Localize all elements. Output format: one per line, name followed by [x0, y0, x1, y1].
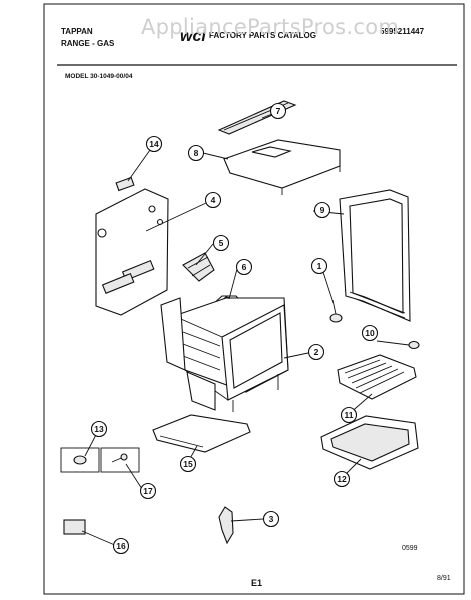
model-number: MODEL 30-1049-00/04 — [65, 73, 133, 80]
product-label: RANGE - GAS — [61, 39, 115, 48]
part-16-label — [63, 519, 86, 535]
callout-12[interactable]: 12 — [333, 470, 351, 488]
part-17-detail-box — [100, 447, 140, 473]
callout-13[interactable]: 13 — [90, 420, 108, 438]
callout-10[interactable]: 10 — [361, 324, 379, 342]
callout-16[interactable]: 16 — [112, 537, 130, 555]
callout-5[interactable]: 5 — [212, 234, 230, 252]
callout-2[interactable]: 2 — [307, 343, 325, 361]
callout-8[interactable]: 8 — [187, 144, 205, 162]
part-8-top-panel — [223, 139, 341, 195]
callout-10-label: 10 — [365, 328, 375, 338]
callout-16-label: 16 — [116, 541, 126, 551]
brand-label: TAPPAN — [61, 27, 93, 36]
callout-8-label: 8 — [194, 148, 199, 158]
part-9-oven-door — [339, 189, 411, 322]
callout-3-label: 3 — [269, 514, 274, 524]
callout-9-label: 9 — [320, 205, 325, 215]
part-2-oven-body — [160, 297, 289, 412]
part-3-spreader — [218, 506, 234, 545]
part-11-oven-rack — [337, 354, 417, 400]
page-border — [43, 3, 465, 595]
wci-logo: wci — [180, 28, 206, 45]
part-10-knob — [408, 340, 420, 350]
callout-17[interactable]: 17 — [139, 482, 157, 500]
callout-14[interactable]: 14 — [145, 135, 163, 153]
revision-date: 8/91 — [437, 575, 451, 582]
page-number: E1 — [251, 578, 262, 588]
callout-11-label: 11 — [345, 410, 354, 420]
part-13-detail-box — [60, 447, 100, 473]
callout-13-label: 13 — [94, 424, 104, 434]
callout-11[interactable]: 11 — [340, 406, 358, 424]
callout-4[interactable]: 4 — [204, 191, 222, 209]
part-5-vent — [182, 252, 215, 282]
catalog-title: FACTORY PARTS CATALOG — [209, 31, 316, 40]
callout-9[interactable]: 9 — [313, 201, 331, 219]
callout-6[interactable]: 6 — [235, 258, 253, 276]
part-4-back-panel — [95, 188, 169, 316]
callout-7-label: 7 — [276, 106, 281, 116]
callout-12-label: 12 — [337, 474, 347, 484]
part-15-bottom-plate — [152, 414, 251, 453]
callout-6-label: 6 — [242, 262, 247, 272]
part-12-broiler-pan — [320, 415, 419, 470]
callout-15[interactable]: 15 — [179, 455, 197, 473]
part-14-bracket — [115, 176, 135, 192]
figure-code: 0599 — [402, 545, 418, 552]
callout-2-label: 2 — [314, 347, 319, 357]
catalog-number: 5995211447 — [380, 27, 425, 36]
part-1-valve — [329, 299, 343, 323]
watermark: AppliancePartsPros.com — [141, 15, 399, 39]
callout-17-label: 17 — [143, 486, 153, 496]
callout-5-label: 5 — [219, 238, 224, 248]
callout-3[interactable]: 3 — [262, 510, 280, 528]
callout-1[interactable]: 1 — [310, 257, 328, 275]
callout-1-label: 1 — [317, 261, 322, 271]
callout-7[interactable]: 7 — [269, 102, 287, 120]
callout-14-label: 14 — [149, 139, 159, 149]
callout-4-label: 4 — [211, 195, 216, 205]
callout-15-label: 15 — [183, 459, 193, 469]
